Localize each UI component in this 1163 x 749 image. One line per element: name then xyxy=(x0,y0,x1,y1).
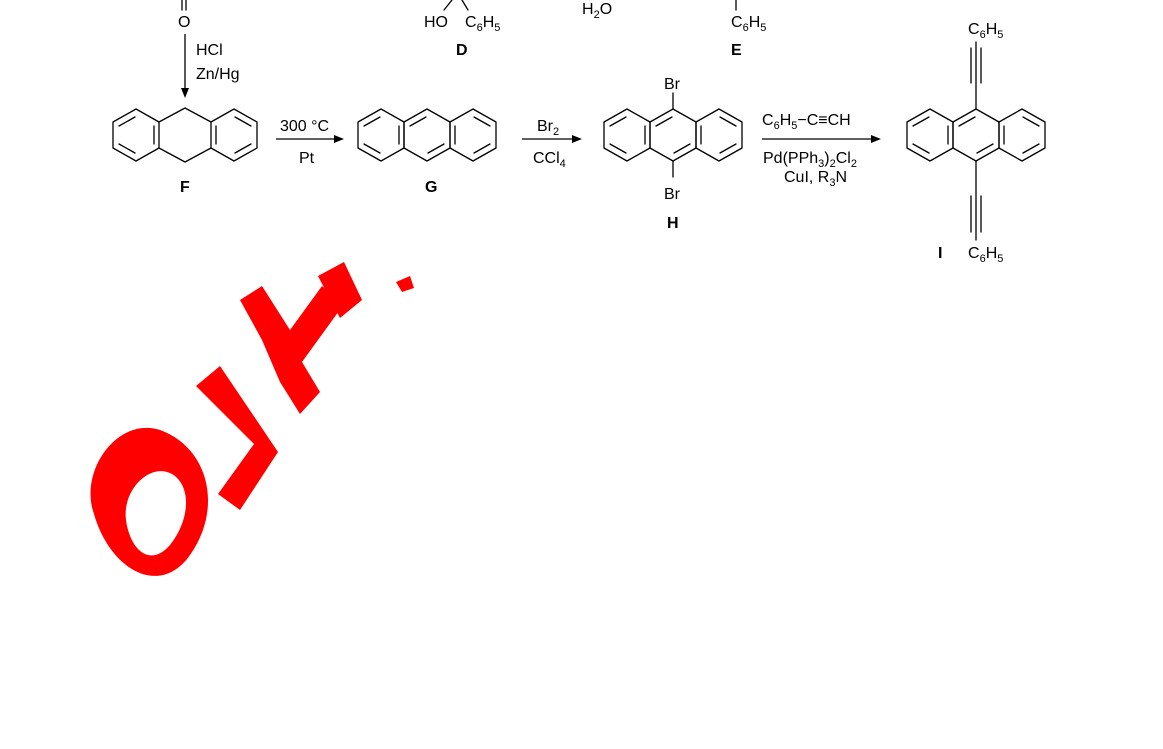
E-phenyl-label: C6H5 xyxy=(731,14,766,34)
compound-D-label: D xyxy=(456,42,468,59)
watermark xyxy=(90,262,414,576)
watermark-letter-l xyxy=(196,366,278,510)
compound-D-fragment: HO C6H5 D xyxy=(424,0,500,59)
step2-catalyst: Pt xyxy=(299,150,315,167)
compound-E-fragment: C6H5 E xyxy=(731,0,766,59)
watermark-letter-fragment xyxy=(396,276,414,292)
step4-alkyne-reagent: C6H5−C≡CH xyxy=(762,112,851,132)
step4-copper-base: CuI, R3N xyxy=(784,169,847,189)
step2-temperature: 300 °C xyxy=(280,118,329,135)
compound-G-structure xyxy=(357,108,497,162)
compound-I-label: I xyxy=(938,245,942,262)
step4-palladium-catalyst: Pd(PPh3)2Cl2 xyxy=(763,150,857,170)
compound-E-label: E xyxy=(731,42,742,59)
step3-solvent: CCl4 xyxy=(533,150,566,170)
watermark-letter-m-partial xyxy=(318,262,362,318)
step2-arrow xyxy=(276,135,344,143)
H-bromine-bottom: Br xyxy=(664,186,681,203)
step3-bromine: Br2 xyxy=(537,118,559,138)
compound-I-structure xyxy=(906,41,1046,241)
compound-H-label: H xyxy=(667,215,679,232)
top-fragment-carbonyl: O xyxy=(178,0,190,31)
H-bromine-top: Br xyxy=(664,76,681,93)
watermark-letter-y xyxy=(240,286,344,414)
compound-F-structure xyxy=(112,107,258,163)
water-fragment: H2O xyxy=(582,1,612,21)
compound-F-label: F xyxy=(180,179,190,196)
D-hydroxyl-label: HO xyxy=(424,14,448,31)
step1-reagent-znhg: Zn/Hg xyxy=(196,66,240,83)
I-phenyl-bottom: C6H5 xyxy=(968,245,1003,265)
step4-arrow xyxy=(762,135,881,143)
water-label: H2O xyxy=(582,1,612,21)
watermark-letter-o xyxy=(90,427,209,576)
D-phenyl-label: C6H5 xyxy=(465,14,500,34)
oxygen-atom-label: O xyxy=(178,14,190,31)
I-phenyl-top: C6H5 xyxy=(968,21,1003,41)
step1-reagent-hcl: HCl xyxy=(196,42,223,59)
compound-G-label: G xyxy=(425,179,437,196)
compound-H-structure xyxy=(603,92,743,178)
step1-arrow xyxy=(181,34,189,98)
step3-arrow xyxy=(522,135,582,143)
